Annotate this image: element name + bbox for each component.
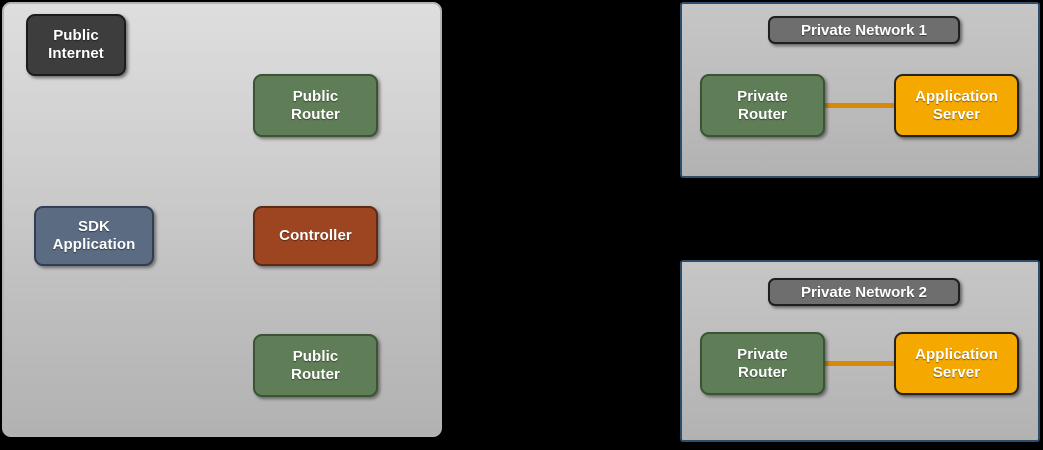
private-network-2-title: Private Network 2 (768, 278, 960, 306)
node-controller[interactable]: Controller (253, 206, 378, 266)
node-public-router-2[interactable]: Public Router (253, 334, 378, 397)
connector-link-router-appserver-1 (823, 103, 896, 108)
private-network-1-title: Private Network 1 (768, 16, 960, 44)
node-sdk-application[interactable]: SDK Application (34, 206, 154, 266)
node-public-internet[interactable]: Public Internet (26, 14, 126, 76)
node-private-router-1[interactable]: Private Router (700, 74, 825, 137)
node-private-router-2[interactable]: Private Router (700, 332, 825, 395)
node-application-server-2[interactable]: Application Server (894, 332, 1019, 395)
node-public-router-1[interactable]: Public Router (253, 74, 378, 137)
connector-link-router-appserver-2 (823, 361, 896, 366)
node-application-server-1[interactable]: Application Server (894, 74, 1019, 137)
private-network-2-panel: Private Network 2 Private Router Applicati… (680, 260, 1040, 442)
private-network-1-panel: Private Network 1 Private Router Applicati… (680, 2, 1040, 178)
